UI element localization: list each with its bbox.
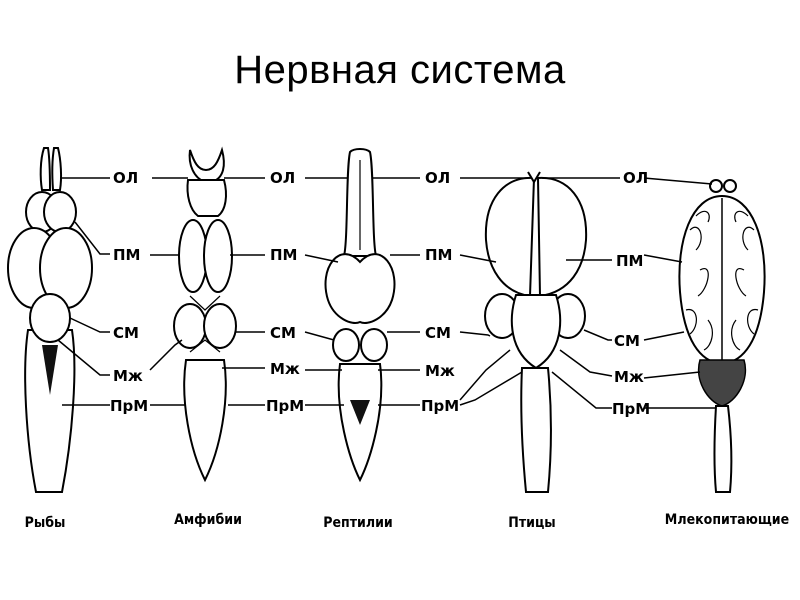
label-sm-2: СМ — [270, 324, 296, 342]
label-prm-2: ПрМ — [266, 397, 304, 415]
caption-amphibians: Амфибии — [174, 512, 242, 528]
slide-title: Нервная система — [234, 48, 566, 92]
label-pm-1: ПМ — [113, 246, 140, 264]
label-mzh-1: Мж — [113, 367, 143, 385]
label-pm-4: ПМ — [616, 252, 643, 270]
label-prm-3: ПрМ — [421, 397, 459, 415]
part-labels: ОЛ ПМ СМ Мж ПрМ ОЛ ПМ СМ Мж ПрМ ОЛ ПМ СМ… — [110, 169, 650, 418]
caption-reptiles: Рептилии — [323, 515, 392, 531]
label-sm-3: СМ — [425, 324, 451, 342]
bird-brain — [484, 171, 588, 493]
label-mzh-2: Мж — [270, 360, 300, 378]
caption-fish: Рыбы — [25, 515, 66, 531]
mammal-brain — [678, 179, 766, 493]
label-prm-1: ПрМ — [110, 397, 148, 415]
caption-birds: Птицы — [508, 515, 555, 531]
label-ol-3: ОЛ — [425, 169, 450, 187]
label-mzh-4: Мж — [614, 368, 644, 386]
label-pm-3: ПМ — [425, 246, 452, 264]
reptile-brain — [324, 148, 396, 483]
label-ol-1: ОЛ — [113, 169, 138, 187]
label-prm-4: ПрМ — [612, 400, 650, 418]
label-sm-1: СМ — [113, 324, 139, 342]
label-ol-4: ОЛ — [623, 169, 648, 187]
label-ol-2: ОЛ — [270, 169, 295, 187]
fish-brain — [7, 147, 93, 493]
caption-mammals: Млекопитающие — [665, 512, 789, 528]
leader-lines — [57, 177, 716, 409]
class-captions: Рыбы Амфибии Рептилии Птицы Млекопитающи… — [25, 512, 790, 531]
amphibian-brain — [173, 146, 237, 483]
label-sm-4: СМ — [614, 332, 640, 350]
label-pm-2: ПМ — [270, 246, 297, 264]
label-mzh-3: Мж — [425, 362, 455, 380]
